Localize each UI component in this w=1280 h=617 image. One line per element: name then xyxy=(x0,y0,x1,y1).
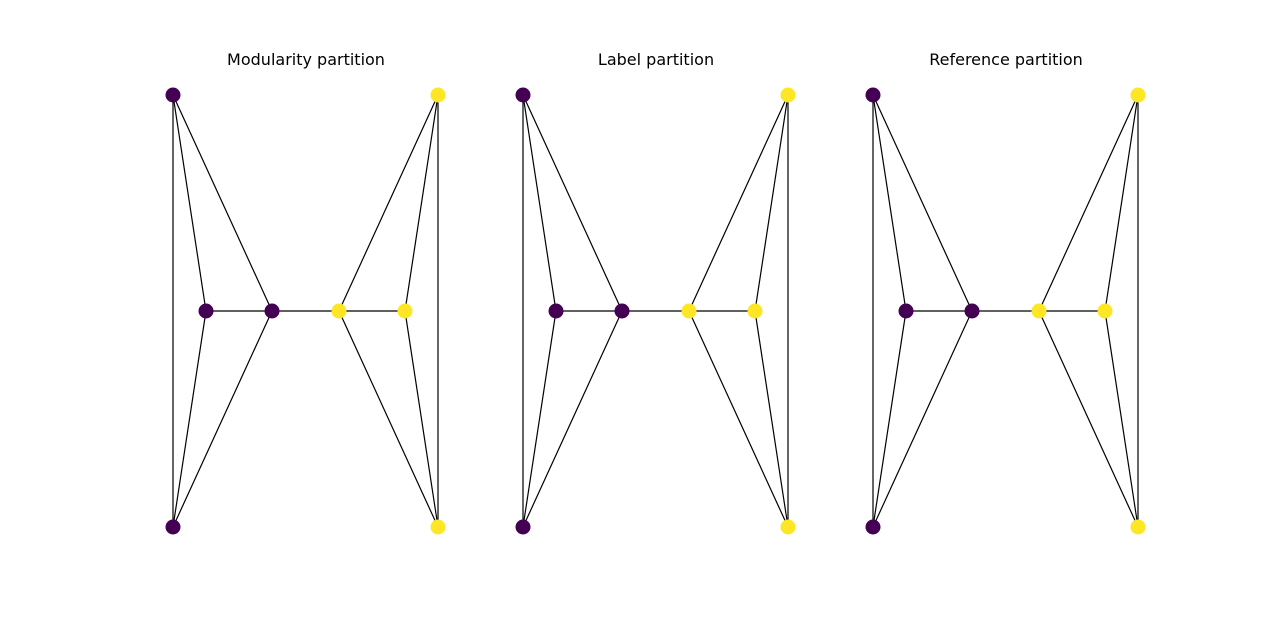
graph-edge xyxy=(172,310,207,528)
graph-edge xyxy=(404,94,439,312)
graph-node xyxy=(548,303,564,319)
graph-edge xyxy=(522,94,623,312)
panel-title: Reference partition xyxy=(929,50,1083,69)
graph-node xyxy=(865,87,881,103)
graph-node xyxy=(165,87,181,103)
graph-node xyxy=(1097,303,1113,319)
panel-label-partition: Label partition xyxy=(481,0,831,617)
graph-node xyxy=(614,303,630,319)
panel-title: Modularity partition xyxy=(227,50,385,69)
graph-edge xyxy=(872,94,973,312)
graph-edge xyxy=(522,310,557,528)
graph-edge xyxy=(872,94,907,312)
graph-node xyxy=(898,303,914,319)
graph-node xyxy=(430,519,446,535)
graph-edge xyxy=(872,310,907,528)
graph-label-partition xyxy=(515,87,796,535)
graph-edge xyxy=(338,310,439,528)
graph-edge xyxy=(172,94,273,312)
graph-node xyxy=(681,303,697,319)
graph-edge xyxy=(754,310,789,528)
graph-node xyxy=(964,303,980,319)
panel-modularity-partition: Modularity partition xyxy=(131,0,481,617)
graph-node xyxy=(1130,519,1146,535)
graph-edge xyxy=(872,310,973,528)
graph-edge xyxy=(1038,94,1139,312)
graph-node xyxy=(165,519,181,535)
graph-edge xyxy=(522,310,623,528)
graph-reference-partition xyxy=(865,87,1146,535)
graph-edge xyxy=(1038,310,1139,528)
graph-node xyxy=(430,87,446,103)
graph-node xyxy=(780,87,796,103)
graph-node xyxy=(515,519,531,535)
graph-edge xyxy=(688,94,789,312)
graph-edge xyxy=(172,310,273,528)
panel-title: Label partition xyxy=(597,50,715,69)
graph-node xyxy=(1130,87,1146,103)
graph-node xyxy=(264,303,280,319)
graph-edge xyxy=(688,310,789,528)
panel-reference-partition: Reference partition xyxy=(831,0,1181,617)
graph-edge xyxy=(522,94,557,312)
graph-edge xyxy=(172,94,207,312)
graph-edge xyxy=(338,94,439,312)
graph-edge xyxy=(404,310,439,528)
graph-node xyxy=(331,303,347,319)
graph-node xyxy=(198,303,214,319)
graph-node xyxy=(515,87,531,103)
graph-modularity-partition xyxy=(165,87,446,535)
graph-node xyxy=(865,519,881,535)
graph-node xyxy=(747,303,763,319)
graph-node xyxy=(1031,303,1047,319)
graph-node xyxy=(397,303,413,319)
graph-node xyxy=(780,519,796,535)
graph-edge xyxy=(1104,94,1139,312)
graph-edge xyxy=(754,94,789,312)
graph-edge xyxy=(1104,310,1139,528)
